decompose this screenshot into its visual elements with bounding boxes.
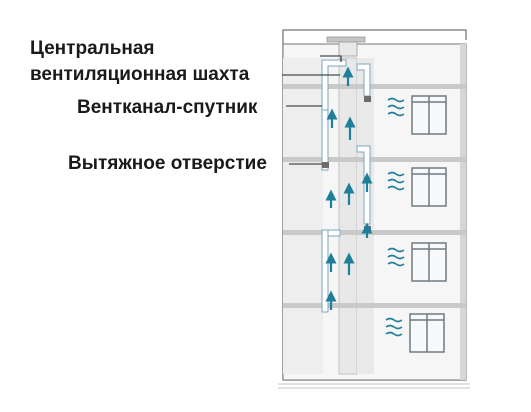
shaft-wall-left bbox=[283, 58, 323, 374]
window bbox=[409, 313, 445, 353]
floor-slab-3 bbox=[283, 157, 466, 162]
floor-slab-2 bbox=[283, 230, 466, 235]
outer-wall-right bbox=[460, 44, 466, 380]
exhaust-opening-4 bbox=[364, 96, 371, 102]
leader-lines bbox=[282, 55, 342, 165]
floor-slab-4 bbox=[283, 84, 466, 89]
satellite-duct-2 bbox=[321, 229, 329, 313]
satellite-duct-4 bbox=[321, 109, 329, 171]
label-exhaust-opening: Вытяжное отверстие bbox=[68, 153, 267, 174]
deflector-cap-icon bbox=[326, 36, 366, 57]
window bbox=[411, 95, 447, 135]
label-central-shaft-line2: вентиляционная шахта bbox=[30, 64, 250, 85]
ground-edge bbox=[278, 383, 470, 389]
floor-3-room bbox=[387, 167, 447, 207]
air-waves-icon bbox=[385, 317, 403, 337]
floor-slabs bbox=[283, 84, 466, 308]
exhaust-opening-3-left bbox=[322, 162, 329, 168]
window bbox=[411, 242, 447, 282]
label-central-shaft-line1: Центральная bbox=[30, 38, 155, 59]
air-waves-icon bbox=[387, 171, 405, 191]
satellite-ducts bbox=[321, 59, 347, 313]
floor-2-room bbox=[387, 242, 447, 282]
floor-4-room bbox=[387, 95, 447, 135]
central-shaft bbox=[338, 57, 358, 375]
floor-slab-1 bbox=[283, 303, 466, 308]
window bbox=[411, 167, 447, 207]
air-waves-icon bbox=[387, 97, 405, 117]
duct-junction-2 bbox=[327, 229, 341, 237]
floor-1-room bbox=[385, 313, 445, 353]
leader-central-shaft bbox=[320, 55, 342, 62]
air-waves-icon bbox=[387, 247, 405, 267]
label-satellite-duct: Вентканал-спутник bbox=[77, 97, 258, 118]
airflow-arrows bbox=[325, 66, 373, 310]
